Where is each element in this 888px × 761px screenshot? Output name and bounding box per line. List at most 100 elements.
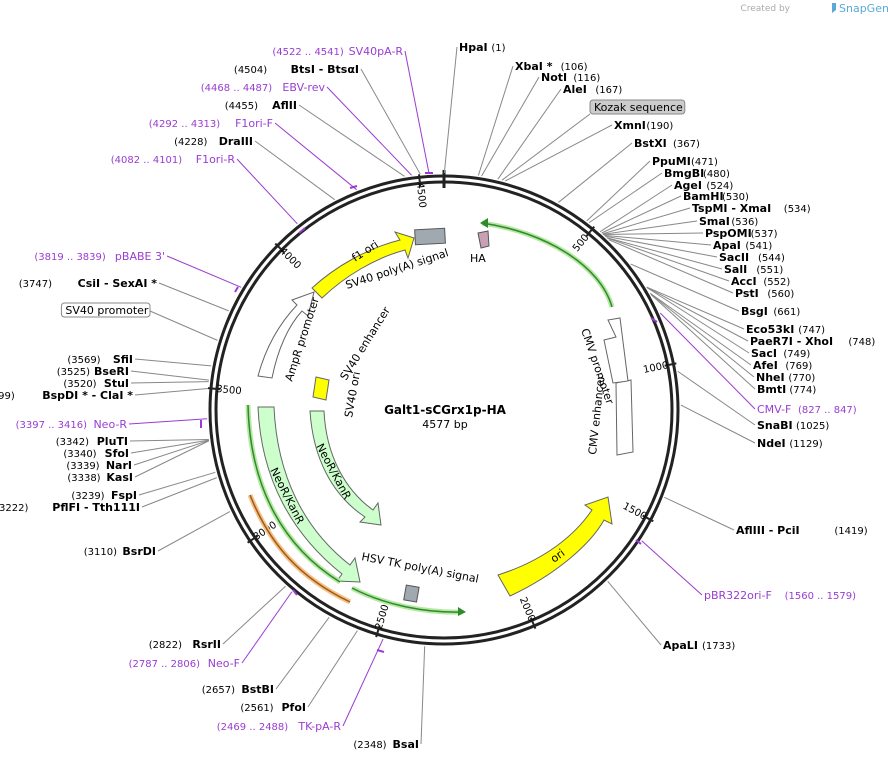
site-pos: (551)	[756, 265, 783, 276]
primer-pbr322ori-f: pBR322ori-F	[704, 589, 772, 602]
sv40-promoter-box	[60, 302, 151, 318]
site-pos: (471)	[691, 157, 718, 168]
cds-green-line	[481, 222, 613, 308]
site-pos: (1129)	[789, 439, 822, 450]
primer-pos: (4292 .. 4313)	[149, 119, 221, 130]
primer-pbabe-3-: pBABE 3'	[115, 250, 165, 263]
primer-ebv-rev: EBV-rev	[282, 81, 325, 94]
primer-pos: (4468 .. 4487)	[201, 83, 273, 94]
primer-pos: (4082 .. 4101)	[111, 155, 183, 166]
site-ndei: NdeI	[757, 437, 786, 450]
site-pos: (749)	[783, 349, 810, 360]
site-pos: (1733)	[702, 641, 735, 652]
site-bsgi: BsgI	[741, 305, 768, 318]
site-snabi: SnaBI	[757, 419, 793, 432]
credit-prefix: Created by	[740, 4, 790, 14]
primer-pos: (827 .. 847)	[798, 405, 857, 416]
tick-label-1000: 1000	[642, 360, 669, 376]
site-pos: (2348)	[353, 740, 386, 751]
primer-tk-pa-r: TK-pA-R	[297, 720, 341, 733]
ori-arrow	[497, 496, 613, 597]
site-pos: (190)	[646, 121, 673, 132]
primer-cmv-f: CMV-F	[757, 403, 791, 416]
site-pos: (2561)	[240, 703, 273, 714]
site-bmti: BmtI	[757, 383, 786, 396]
neor-outer-arrow	[257, 406, 361, 583]
f1-ori-arrow	[311, 231, 415, 299]
hsv-arrowhead-icon	[458, 607, 466, 616]
site-noti: NotI	[541, 71, 567, 84]
site-pos: (3342)	[56, 437, 89, 448]
site-bsai: BsaI	[393, 738, 419, 751]
site-alei: AleI	[563, 83, 587, 96]
feature-arcs	[200, 172, 658, 653]
sv40-ori-box	[312, 376, 330, 401]
ampr-promoter-arrow	[257, 291, 315, 379]
cmv-enhancer-label: CMV enhancer	[586, 374, 607, 455]
site-pos: (534)	[784, 204, 811, 215]
tick-label-1500: 1500	[621, 501, 649, 523]
site-pflfi: PflFI - Tth111I	[52, 501, 140, 514]
site-pspomi: PspOMI	[705, 227, 752, 240]
site-pos: (3569)	[67, 355, 100, 366]
tick-mark-1000	[664, 362, 677, 367]
site-aflii: AflII	[272, 99, 297, 112]
tick-mark-500	[585, 226, 595, 237]
primer-neo-r: Neo-R	[93, 418, 127, 431]
primer-pos: (3397 .. 3416)	[16, 420, 88, 431]
site-csii: CsiI - SexAI *	[78, 277, 158, 290]
site-hpai: HpaI	[459, 41, 488, 54]
site-pos: (3340)	[63, 449, 96, 460]
ha-label: HA	[470, 252, 486, 265]
hsv-tk-polya-box	[403, 584, 420, 603]
hsv-tk-polya-label: HSV TK poly(A) signal	[360, 550, 479, 585]
site-pfoi: PfoI	[282, 701, 307, 714]
site-pos: (770)	[788, 373, 815, 384]
site-pos: (552)	[763, 277, 790, 288]
neor-green-line	[247, 404, 341, 583]
site-pos: (3338)	[67, 473, 100, 484]
site-pos: (530)	[722, 192, 749, 203]
primer-neo-f: Neo-F	[208, 657, 240, 670]
site-bstxi: BstXI	[634, 137, 667, 150]
site-sfoi: SfoI	[105, 447, 129, 460]
plasmid-name: Galt1-sCGrx1p-HA	[384, 403, 507, 417]
site-pos: (4455)	[225, 101, 258, 112]
credit-brand: SnapGene	[839, 2, 888, 15]
site-ppumi: PpuMI	[652, 155, 691, 168]
site-eco53ki: Eco53kI	[746, 323, 794, 336]
site-pos: (3499)	[0, 391, 15, 402]
ha-box	[477, 230, 490, 249]
site-smai: SmaI	[699, 215, 730, 228]
site-pos: (536)	[731, 217, 758, 228]
site-acci: AccI	[731, 275, 757, 288]
kozak-box	[589, 99, 686, 115]
tick-mark-1500	[642, 514, 654, 523]
site-pos: (3525)	[57, 367, 90, 378]
site-stui: StuI	[104, 377, 129, 390]
tick-label-4500: 4500	[414, 182, 428, 208]
tick-mark-2500	[375, 625, 381, 638]
site-pos: (3222)	[0, 503, 28, 514]
site-afei: AfeI	[753, 359, 778, 372]
tick-mark-4500	[418, 174, 422, 187]
site-bstbi: BstBI	[241, 683, 274, 696]
primer-sv40pa-r: SV40pA-R	[349, 45, 404, 58]
tick-label-2000: 2000	[517, 596, 537, 624]
site-bspdi: BspDI * - ClaI *	[42, 389, 133, 402]
primer-pos: (2787 .. 2806)	[129, 659, 201, 670]
cds-arrowhead-icon	[480, 218, 488, 228]
site-bamhi: BamHI	[683, 190, 724, 203]
site-pos: (748)	[848, 337, 875, 348]
site-rsrii: RsrII	[192, 638, 221, 651]
leader-lines	[128, 46, 756, 745]
site-pos: (560)	[767, 289, 794, 300]
site-btsi: BtsI - BtsαI	[291, 63, 359, 76]
cmv-enhancer-arc	[615, 379, 634, 456]
site-bsrdi: BsrDI	[122, 545, 156, 558]
tick-label-4000: 4000	[277, 246, 303, 272]
primer-f1ori-r: F1ori-R	[196, 153, 236, 166]
site-tspmi: TspMI - XmaI	[692, 202, 771, 215]
tick-mark-2000	[529, 617, 537, 630]
